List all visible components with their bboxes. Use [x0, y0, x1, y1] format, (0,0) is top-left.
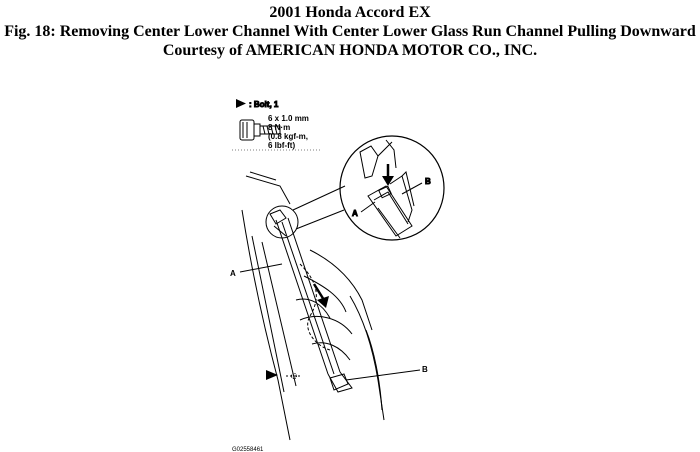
detail-callout-a: A: [352, 209, 358, 218]
detail-view: [339, 135, 445, 241]
main-callout-b: B: [422, 365, 428, 374]
bolt-legend-label: : Bolt, 1: [249, 100, 279, 109]
courtesy-line: Courtesy of AMERICAN HONDA MOTOR CO., IN…: [162, 42, 538, 59]
page-title: 2001 Honda Accord EX: [269, 4, 431, 21]
detail-callout-b: B: [425, 177, 431, 186]
spec-size: 6 x 1.0 mm: [268, 114, 309, 123]
spec-torque-nm: 8 N·m: [268, 123, 290, 132]
figure-caption: Fig. 18: Removing Center Lower Channel W…: [4, 23, 696, 40]
pull-down-arrow-icon: [317, 296, 329, 308]
bolt-location-marker-icon: [266, 370, 278, 380]
figure-id: G02558461: [232, 447, 264, 452]
spec-torque-kgf: (0.8 kgf-m,: [268, 132, 308, 141]
bolt-icon: [239, 119, 281, 141]
door-frame-view: [239, 171, 421, 441]
bolt-marker-icon: [236, 99, 246, 108]
spec-torque-lbf: 6 lbf-ft): [268, 141, 295, 150]
down-arrow-icon: [382, 176, 394, 186]
main-callout-a: A: [230, 269, 236, 278]
